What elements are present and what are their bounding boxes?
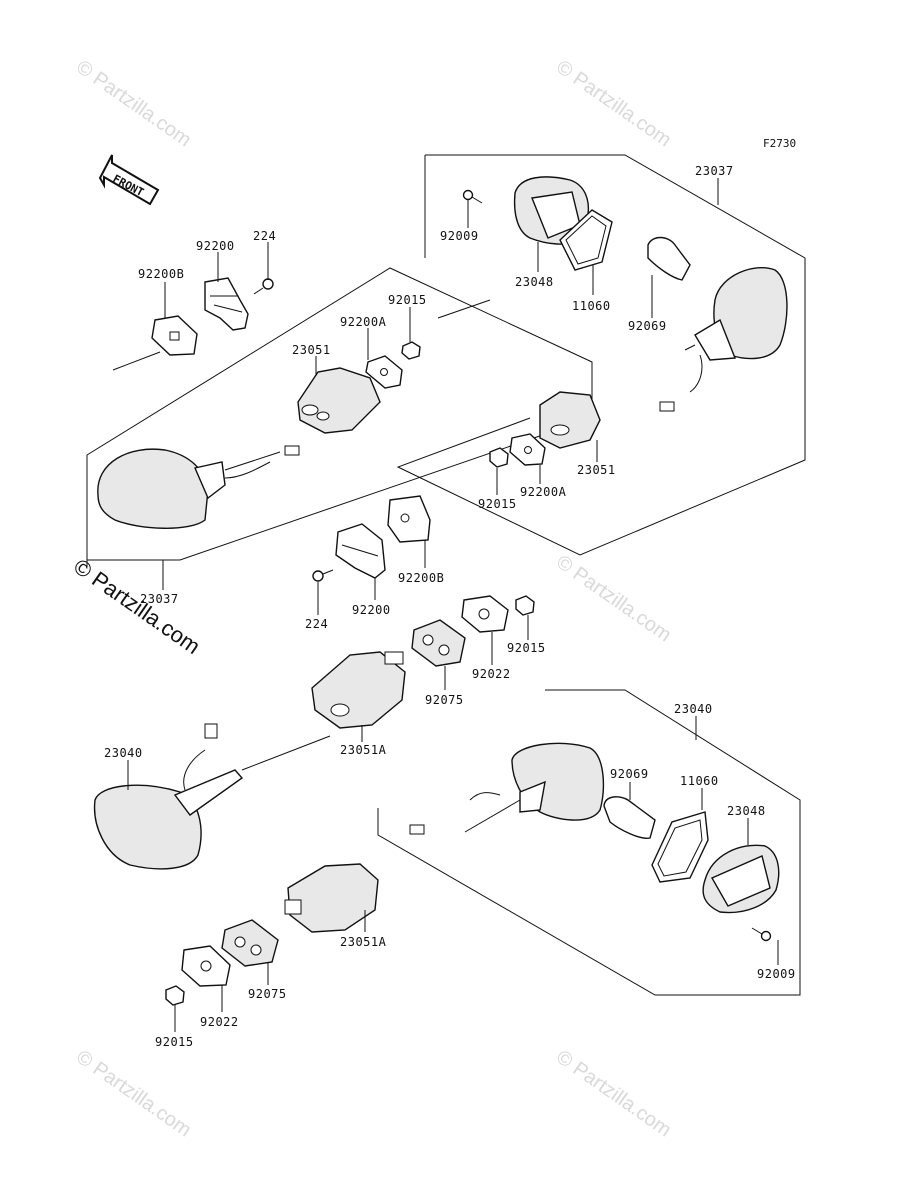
callout-224: 224 bbox=[305, 617, 328, 631]
part-92075-grommet-mid bbox=[411, 619, 466, 667]
callout-23048: 23048 bbox=[515, 275, 554, 289]
part-92015-nut-bottom bbox=[165, 985, 185, 1006]
callout-92069: 92069 bbox=[610, 767, 649, 781]
callout-92022: 92022 bbox=[200, 1015, 239, 1029]
part-23040-rear-signal-left bbox=[93, 723, 331, 870]
callout-92022: 92022 bbox=[472, 667, 511, 681]
outline-rear-right-assembly bbox=[377, 689, 801, 996]
outline-right-assembly bbox=[396, 154, 806, 556]
callout-11060: 11060 bbox=[680, 774, 719, 788]
part-23051-grommet-right bbox=[539, 391, 601, 449]
part-11060-gasket-bottom bbox=[651, 811, 709, 883]
callout-92069: 92069 bbox=[628, 319, 667, 333]
figure-code: F2730 bbox=[763, 137, 796, 150]
callout-92009: 92009 bbox=[440, 229, 479, 243]
part-92015-nut-mr bbox=[515, 595, 535, 616]
callout-92015: 92015 bbox=[478, 497, 517, 511]
callout-92015: 92015 bbox=[155, 1035, 194, 1049]
part-92009-screw-bottom bbox=[751, 927, 772, 942]
part-23051A-holder-bottom bbox=[284, 863, 379, 933]
part-92022-plate-mid bbox=[461, 595, 509, 633]
callout-224: 224 bbox=[253, 229, 276, 243]
watermark-main: © Partzilla.com bbox=[69, 554, 205, 660]
leader-line bbox=[437, 299, 491, 319]
callout-92200: 92200 bbox=[352, 603, 391, 617]
part-224-screw bbox=[253, 278, 274, 295]
callout-23051: 23051 bbox=[577, 463, 616, 477]
outline-left-assembly bbox=[112, 351, 161, 371]
part-92200B-plate-mid bbox=[387, 495, 431, 543]
part-92200A-plate bbox=[365, 355, 403, 389]
part-23048-lens-bottom bbox=[702, 844, 780, 914]
part-11060-gasket-top bbox=[559, 209, 613, 271]
part-23037-turn-signal-left bbox=[97, 445, 300, 529]
part-92200A-plate-mid bbox=[509, 433, 546, 466]
callout-92200B: 92200B bbox=[398, 571, 444, 585]
callout-23051A: 23051A bbox=[340, 743, 387, 757]
part-23037-turn-signal-right bbox=[659, 266, 788, 412]
part-92200B-plate bbox=[151, 315, 198, 356]
callout-92200B: 92200B bbox=[138, 267, 184, 281]
part-224-screw-mid bbox=[312, 569, 334, 582]
part-23048-lens-top bbox=[513, 176, 590, 245]
callout-23048: 23048 bbox=[727, 804, 766, 818]
callout-23051: 23051 bbox=[292, 343, 331, 357]
callout-labels: 224 92200 92200B 92015 92200A 23051 2303… bbox=[104, 164, 796, 1049]
part-92015-nut-mid bbox=[489, 447, 509, 468]
front-arrow-icon: FRONT bbox=[98, 154, 160, 206]
part-23051A-holder-mid bbox=[311, 651, 406, 729]
callout-92009: 92009 bbox=[757, 967, 796, 981]
part-92022-plate-bottom bbox=[181, 945, 231, 987]
callout-92200: 92200 bbox=[196, 239, 235, 253]
callout-92075: 92075 bbox=[248, 987, 287, 1001]
callout-23040: 23040 bbox=[104, 746, 143, 760]
group-outlines bbox=[86, 154, 806, 996]
part-23051-grommet bbox=[297, 367, 381, 434]
watermark: © Partzilla.com bbox=[552, 1046, 675, 1141]
part-92069-bulb-top bbox=[647, 236, 691, 281]
callout-92200A: 92200A bbox=[340, 315, 387, 329]
callout-23040: 23040 bbox=[674, 702, 713, 716]
watermark: © Partzilla.com bbox=[552, 56, 675, 151]
part-92009-screw-top bbox=[462, 189, 483, 204]
watermark: © Partzilla.com bbox=[552, 551, 675, 646]
watermark: © Partzilla.com bbox=[72, 56, 195, 151]
callout-92015: 92015 bbox=[507, 641, 546, 655]
callout-92075: 92075 bbox=[425, 693, 464, 707]
callout-23037: 23037 bbox=[695, 164, 734, 178]
callout-23037: 23037 bbox=[140, 592, 179, 606]
callout-92015: 92015 bbox=[388, 293, 427, 307]
outline-left-assembly bbox=[86, 267, 593, 567]
leader-lines bbox=[127, 178, 779, 1032]
callout-11060: 11060 bbox=[572, 299, 611, 313]
part-92069-bulb-bottom bbox=[603, 796, 656, 839]
callout-92200A: 92200A bbox=[520, 485, 567, 499]
callout-23051A: 23051A bbox=[340, 935, 387, 949]
part-92075-grommet-bottom bbox=[221, 919, 279, 967]
part-92015-nut bbox=[401, 341, 421, 360]
part-92200-bracket bbox=[204, 277, 249, 331]
watermark: © Partzilla.com bbox=[72, 1046, 195, 1141]
part-92200-bracket-mid bbox=[335, 523, 386, 579]
part-23040-rear-signal-right bbox=[409, 742, 605, 835]
